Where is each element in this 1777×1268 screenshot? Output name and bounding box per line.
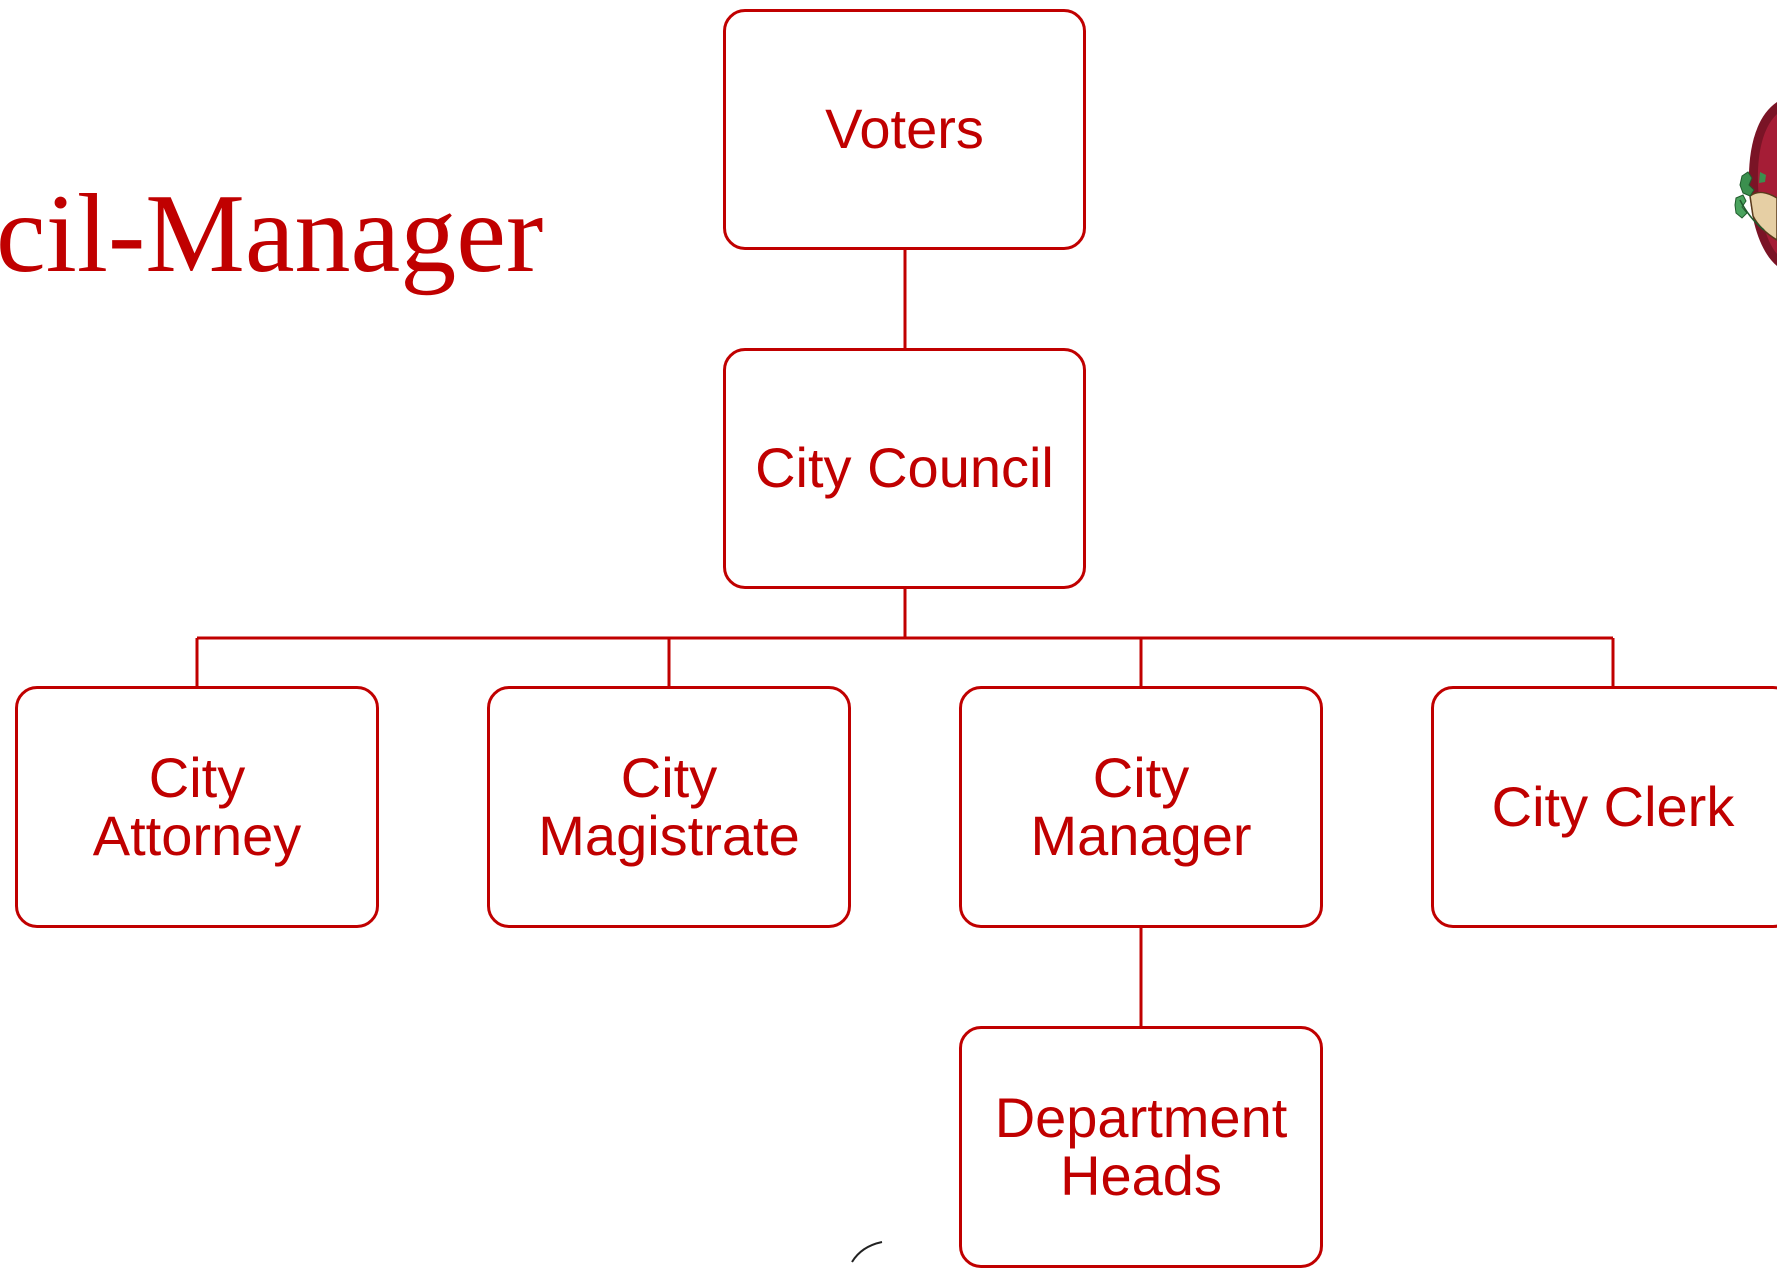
node-city-council: City Council <box>723 348 1086 589</box>
node-city-magistrate: City Magistrate <box>487 686 851 928</box>
node-city-magistrate-line2: Magistrate <box>538 804 800 867</box>
node-department-heads-line1: Department <box>994 1085 1288 1149</box>
node-city-council-label: City Council <box>755 436 1054 500</box>
node-city-clerk-label: City Clerk <box>1491 774 1735 838</box>
swoosh-icon <box>851 1241 883 1263</box>
node-city-manager: City Manager <box>959 686 1323 928</box>
node-voters: Voters <box>723 9 1086 250</box>
node-department-heads-line2: Heads <box>1060 1144 1222 1207</box>
node-city-attorney-line2: Attorney <box>92 804 302 867</box>
node-city-manager-line1: City <box>1092 745 1190 809</box>
city-seal-icon <box>1734 102 1777 266</box>
slide-title: ncil-Manager <box>0 172 544 296</box>
node-voters-label: Voters <box>825 97 984 161</box>
node-city-magistrate-line1: City <box>620 745 718 809</box>
node-city-clerk: City Clerk <box>1431 686 1777 928</box>
node-city-attorney-line1: City <box>148 745 246 809</box>
node-city-attorney: City Attorney <box>15 686 379 928</box>
node-city-manager-line2: Manager <box>1030 804 1252 867</box>
node-department-heads: Department Heads <box>959 1026 1323 1268</box>
